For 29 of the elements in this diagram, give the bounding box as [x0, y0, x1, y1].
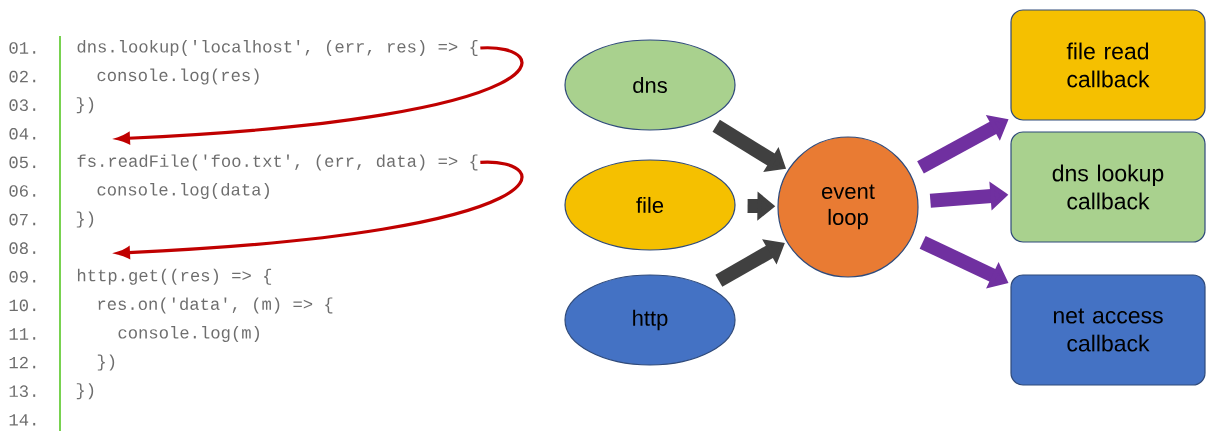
code-line: }) — [76, 383, 94, 400]
line-number: 03. — [9, 99, 36, 111]
line-number: 14. — [9, 414, 36, 426]
line-number: 09. — [9, 270, 36, 283]
callback-box: dns lookup callback — [1010, 131, 1206, 243]
line-number: 04. — [9, 127, 36, 140]
line-number: 07. — [9, 213, 36, 226]
line-number: 12. — [9, 356, 36, 369]
oval-node: http — [564, 274, 736, 366]
line-number: 13. — [9, 385, 36, 397]
line-number: 06. — [9, 185, 36, 197]
line-number: 08. — [9, 242, 36, 254]
oval-node: file — [564, 159, 736, 251]
line-number: 10. — [9, 299, 36, 312]
line-number: 02. — [9, 70, 36, 83]
code-line: http.get((res) => { — [77, 268, 272, 285]
callback-box: net access callback — [1010, 274, 1206, 386]
code-line: console.log(m) — [118, 326, 259, 342]
code-line: }) — [97, 354, 115, 371]
line-number: 01. — [9, 42, 36, 54]
callback-box: file read callback — [1010, 9, 1206, 121]
code-line: dns.lookup('localhost', (err, res) => { — [77, 40, 478, 56]
code-line: console.log(res) — [97, 68, 259, 85]
code-line: }) — [76, 97, 94, 114]
code-line: }) — [76, 211, 94, 228]
oval-node: dns — [564, 39, 736, 131]
line-number: 05. — [9, 156, 36, 169]
line-number: 11. — [9, 328, 36, 340]
code-line: res.on('data', (m) => { — [98, 297, 333, 314]
